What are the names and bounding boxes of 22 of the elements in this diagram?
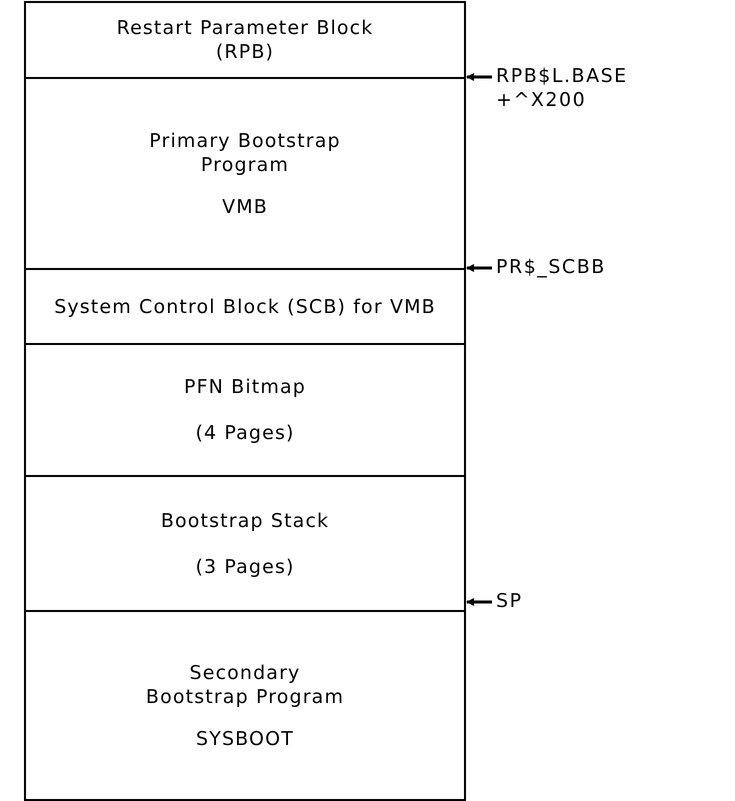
section-label: Restart Parameter Block (RPB) [116,16,374,64]
pointer-arrow [466,73,492,81]
pointer-arrow [466,264,492,272]
address-label: RPB$L.BASE +^X200 [496,64,646,112]
section-label: (4 Pages) [195,421,295,445]
section-label: PFN Bitmap [184,375,306,399]
section-label: Bootstrap Stack [160,508,330,532]
address-label: SP [496,589,646,613]
memory-section [24,610,466,801]
memory-section [24,475,466,612]
memory-section [24,77,466,270]
address-label: PR$_SCBB [496,255,646,279]
memory-section [24,343,466,477]
section-label: VMB [222,194,268,218]
section-label: System Control Block (SCB) for VMB [54,294,436,318]
section-label: Secondary Bootstrap Program [145,660,345,708]
section-label: SYSBOOT [196,726,294,750]
pointer-arrow [466,598,492,606]
memory-section [24,1,466,79]
section-label: Primary Bootstrap Program [148,128,342,176]
section-label: (3 Pages) [195,554,295,578]
memory-section [24,268,466,345]
